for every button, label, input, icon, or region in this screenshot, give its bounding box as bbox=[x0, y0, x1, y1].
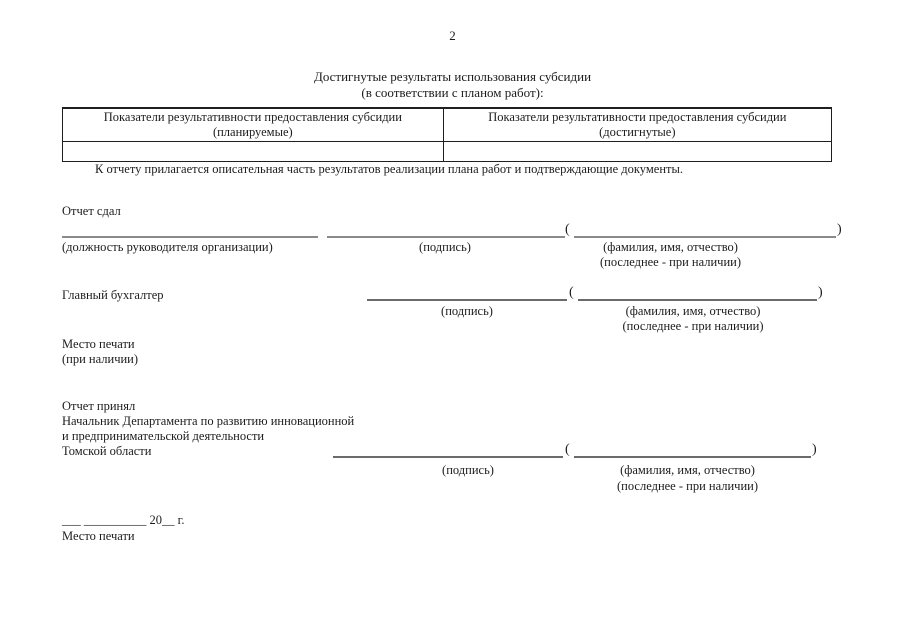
name-line-accepted bbox=[574, 456, 811, 458]
header-achieved-line1: Показатели результативности предоставлен… bbox=[488, 110, 787, 124]
close-paren-accountant: ) bbox=[818, 285, 823, 300]
signature-line-accountant bbox=[367, 299, 567, 301]
official-title-line3: Томской области bbox=[62, 444, 152, 458]
header-achieved-line2: (достигнутые) bbox=[599, 124, 676, 139]
close-paren-accepted: ) bbox=[812, 442, 817, 457]
header-planned-line2: (планируемые) bbox=[212, 124, 293, 139]
open-paren-accepted: ( bbox=[565, 442, 570, 457]
report-accepted-label: Отчет принял bbox=[62, 399, 136, 413]
close-paren-submitted: ) bbox=[837, 222, 842, 237]
achieved-value-cell bbox=[442, 140, 833, 162]
position-signature-line bbox=[62, 236, 318, 238]
page-number: 2 bbox=[449, 28, 456, 43]
signature-caption-accountant: (подпись) bbox=[441, 304, 493, 318]
name-line-accountant bbox=[578, 299, 817, 301]
results-table-value-row bbox=[62, 140, 833, 162]
report-submitted-label: Отчет сдал bbox=[62, 204, 121, 218]
results-table-header-row: Показатели результативности предоставлен… bbox=[62, 107, 833, 142]
chief-accountant-label: Главный бухгалтер bbox=[62, 288, 164, 302]
seal-place-label: Место печати bbox=[62, 337, 135, 351]
results-table-header-achieved: Показатели результативности предоставлен… bbox=[442, 107, 833, 142]
name-caption-accountant: (фамилия, имя, отчество) bbox=[625, 304, 761, 318]
official-title-line1: Начальник Департамента по развитию иннов… bbox=[62, 414, 355, 428]
seal-place-footer-label: Место печати bbox=[62, 529, 135, 543]
seal-place-note: (при наличии) bbox=[62, 352, 139, 366]
name-line-submitted bbox=[574, 236, 836, 238]
signature-line-accepted bbox=[333, 456, 563, 458]
attachment-note: К отчету прилагается описательная часть … bbox=[95, 162, 684, 176]
signature-line-submitted bbox=[327, 236, 565, 238]
signature-caption-accepted: (подпись) bbox=[442, 463, 494, 477]
date-blank-line: ___ __________ 20__ г. bbox=[62, 513, 185, 527]
header-planned-line1: Показатели результативности предоставлен… bbox=[103, 110, 402, 124]
results-table-header-planned: Показатели результативности предоставлен… bbox=[62, 107, 444, 142]
signature-caption-submitted: (подпись) bbox=[419, 240, 471, 254]
planned-value-cell bbox=[62, 140, 444, 162]
open-paren-accountant: ( bbox=[569, 285, 574, 300]
name-caption-submitted: (фамилия, имя, отчество) bbox=[603, 240, 738, 254]
name-caption-accepted: (фамилия, имя, отчество) bbox=[620, 463, 755, 477]
document-title-line1: Достигнутые результаты использования суб… bbox=[313, 69, 592, 84]
name-caption-note-accepted: (последнее - при наличии) bbox=[617, 479, 758, 493]
name-caption-note-submitted: (последнее - при наличии) bbox=[600, 255, 741, 269]
open-paren-submitted: ( bbox=[565, 222, 570, 237]
name-caption-note-accountant: (последнее - при наличии) bbox=[622, 319, 764, 333]
document-title-line2: (в соответствии с планом работ): bbox=[361, 85, 544, 100]
official-title-line2: и предпринимательской деятельности bbox=[62, 429, 265, 443]
position-caption: (должность руководителя организации) bbox=[62, 240, 273, 254]
results-table: Показатели результативности предоставлен… bbox=[62, 107, 833, 162]
